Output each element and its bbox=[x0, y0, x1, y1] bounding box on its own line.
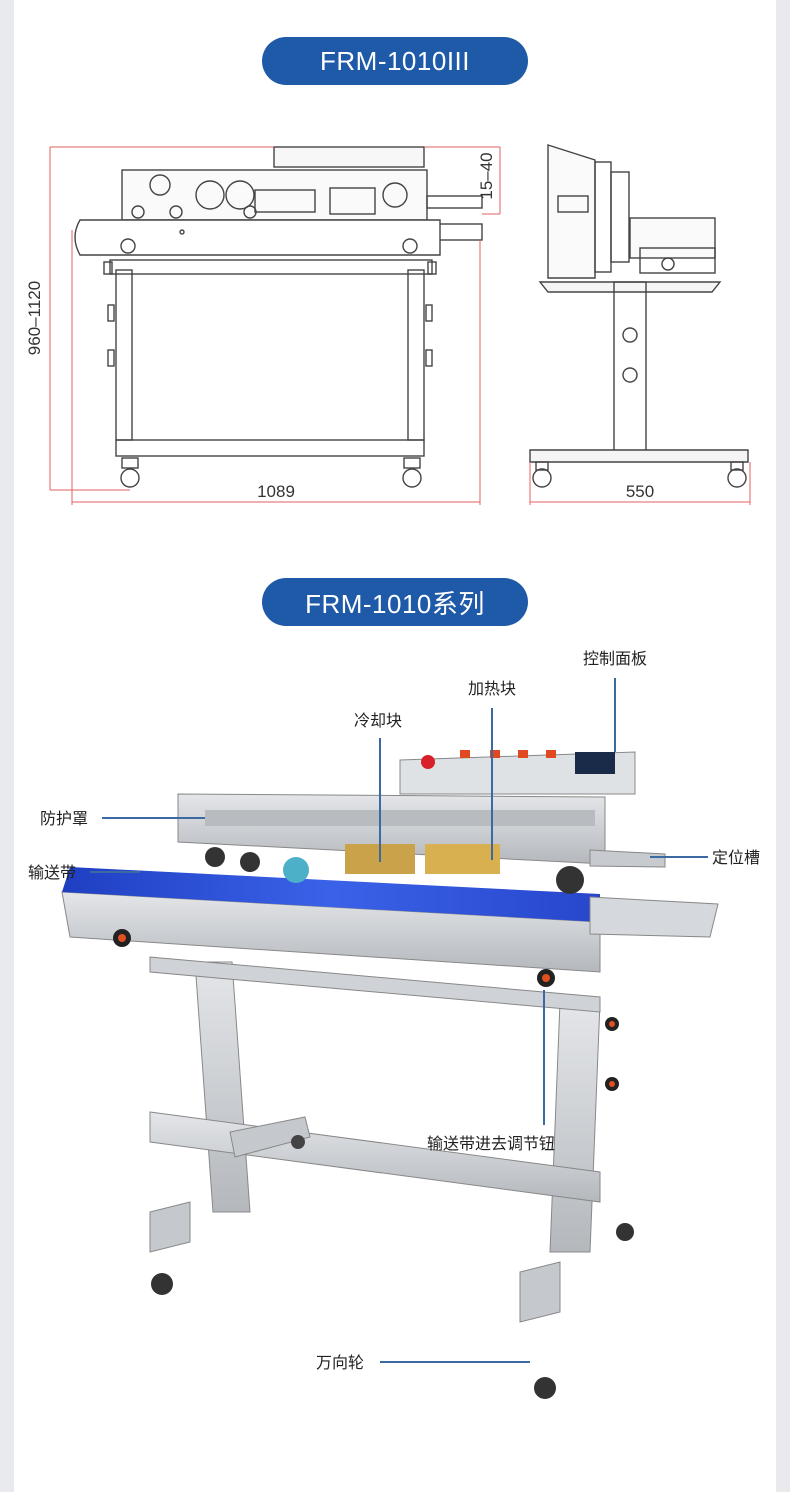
depth-dimension-label: 550 bbox=[626, 482, 654, 501]
heating-block-label: 加热块 bbox=[468, 680, 516, 698]
width-dimension-label: 1089 bbox=[257, 482, 295, 501]
product-illustration bbox=[61, 750, 719, 1399]
conveyor-label: 输送带 bbox=[28, 864, 76, 882]
dimension-lines bbox=[49, 146, 751, 505]
control-panel-label: 控制面板 bbox=[583, 650, 647, 668]
dimension-drawing: 1089 550 960–1120 15–40 bbox=[25, 144, 751, 505]
series-title-pill: FRM-1010系列 bbox=[262, 578, 528, 626]
conveyor-adjust-knob-label: 输送带进去调节钮 bbox=[427, 1135, 555, 1153]
conveyor-body bbox=[61, 867, 719, 1091]
cooling-block-label: 冷却块 bbox=[354, 712, 402, 730]
model-title-pill: FRM-1010III bbox=[262, 37, 528, 85]
adjust-dimension-label: 15–40 bbox=[477, 152, 496, 199]
sealing-head bbox=[177, 750, 666, 894]
model-title: FRM-1010III bbox=[320, 45, 470, 76]
height-dimension-label: 960–1120 bbox=[25, 281, 44, 355]
series-title: FRM-1010系列 bbox=[305, 588, 485, 619]
guide-slot-label: 定位槽 bbox=[712, 849, 760, 867]
casters-label: 万向轮 bbox=[316, 1354, 364, 1372]
casters bbox=[151, 1135, 634, 1399]
front-view-drawing bbox=[74, 146, 483, 488]
machine-frame bbox=[149, 956, 601, 1323]
guard-label: 防护罩 bbox=[40, 810, 88, 828]
side-view-drawing bbox=[529, 144, 749, 488]
